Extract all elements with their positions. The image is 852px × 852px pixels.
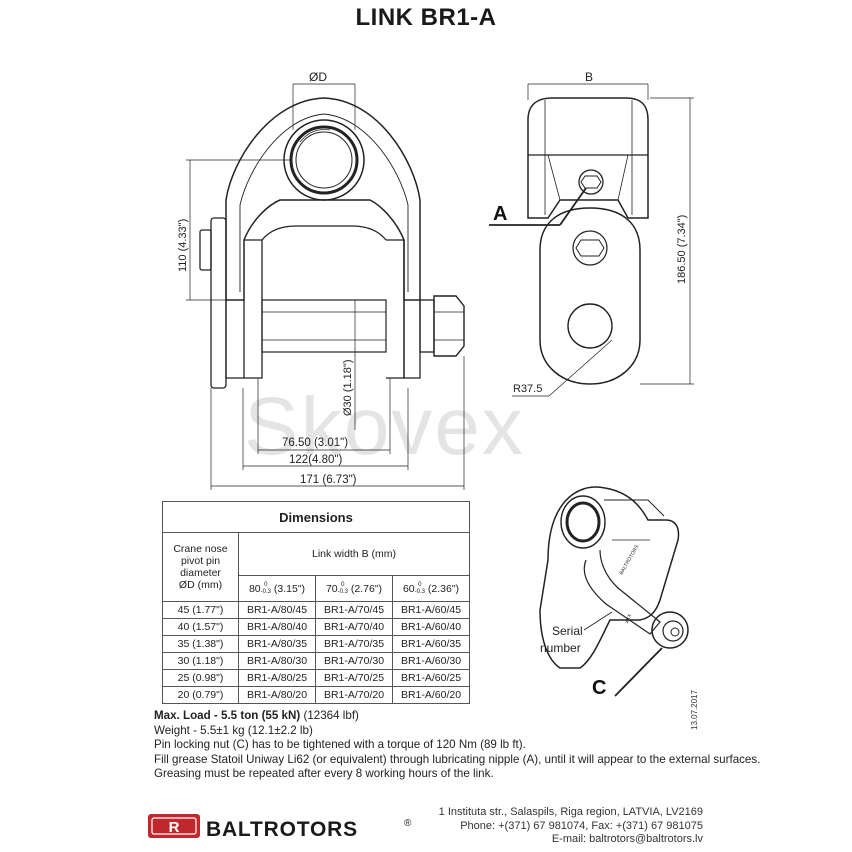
- revision-date: 13.07.2017: [690, 689, 699, 730]
- table-title: Dimensions: [162, 501, 470, 533]
- table-row: 20 (0.79") BR1-A/80/20 BR1-A/70/20 BR1-A…: [162, 686, 470, 704]
- table-row: 35 (1.38") BR1-A/80/35 BR1-A/70/35 BR1-A…: [162, 635, 470, 653]
- table-cell: BR1-A/60/20: [392, 686, 470, 704]
- max-load-line: Max. Load - 5.5 ton (55 kN) (12364 lbf): [154, 709, 760, 724]
- column-group-header: Link width B (mm): [238, 532, 470, 576]
- row-diameter: 45 (1.77"): [162, 601, 239, 619]
- table-cell: BR1-A/70/45: [315, 601, 393, 619]
- torque-line: Pin locking nut (C) has to be tightened …: [154, 738, 526, 752]
- table-cell: BR1-A/80/20: [238, 686, 316, 704]
- callout-c-label: C: [592, 677, 606, 699]
- row-diameter: 35 (1.38"): [162, 635, 239, 653]
- max-load-bold: Max. Load - 5.5 ton (55 kN): [154, 709, 301, 722]
- max-load-rest: (12364 lbf): [300, 709, 359, 722]
- table-cell: BR1-A/60/35: [392, 635, 470, 653]
- row-header-line1: Crane nose: [173, 543, 228, 555]
- company-address: 1 Instituta str., Salaspils, Riga region…: [400, 806, 703, 847]
- email-line: E-mail: baltrotors@baltrotors.lv: [551, 833, 703, 845]
- table-cell: BR1-A/70/35: [315, 635, 393, 653]
- row-header-line3: diameter: [180, 567, 221, 579]
- row-diameter: 30 (1.18"): [162, 652, 239, 670]
- logo-emblem-icon: [148, 814, 200, 838]
- row-header-cell: Crane nose pivot pin diameter ØD (mm): [162, 532, 239, 602]
- dim-height-110: 110 (4.33"): [177, 219, 189, 272]
- dim-overall-width: 171 (6.73"): [300, 474, 357, 486]
- serial-label-line2: number: [540, 641, 581, 655]
- table-cell: BR1-A/60/25: [392, 669, 470, 687]
- page-title: LINK BR1-A: [355, 4, 497, 31]
- table-cell: BR1-A/80/40: [238, 618, 316, 636]
- dim-pin-diameter: Ø30 (1.18"): [342, 360, 354, 417]
- table-cell: BR1-A/80/35: [238, 635, 316, 653]
- callout-a-label: A: [493, 203, 507, 225]
- table-cell: BR1-A/80/30: [238, 652, 316, 670]
- row-header-line2: pivot pin: [180, 555, 221, 567]
- row-diameter: 25 (0.98"): [162, 669, 239, 687]
- table-cell: BR1-A/70/25: [315, 669, 393, 687]
- logo-wordmark: BALTROTORS: [206, 818, 358, 841]
- serial-leader: [583, 611, 613, 631]
- table-row: 25 (0.98") BR1-A/80/25 BR1-A/70/25 BR1-A…: [162, 669, 470, 687]
- callout-a-leader: [489, 187, 587, 226]
- row-diameter: 20 (0.79"): [162, 686, 239, 704]
- table-row: 40 (1.57") BR1-A/80/40 BR1-A/70/40 BR1-A…: [162, 618, 470, 636]
- table-cell: BR1-A/70/40: [315, 618, 393, 636]
- side-dimensions: [512, 83, 694, 397]
- svg-text:BALTROTORS: BALTROTORS: [619, 543, 641, 576]
- table-cell: BR1-A/70/30: [315, 652, 393, 670]
- notes-block: Max. Load - 5.5 ton (55 kN) (12364 lbf) …: [154, 709, 760, 782]
- front-view: [199, 97, 465, 389]
- callout-c-leader: [614, 647, 663, 697]
- table-cell: BR1-A/60/45: [392, 601, 470, 619]
- svg-text:XXX: XXX: [624, 613, 633, 625]
- side-view: [527, 97, 649, 385]
- company-logo: R BALTROTORS ®: [148, 808, 418, 849]
- table-row: 30 (1.18") BR1-A/80/30 BR1-A/70/30 BR1-A…: [162, 652, 470, 670]
- dim-width-b: B: [585, 70, 593, 84]
- grease-line: Fill grease Statoil Uniway Li62 (or equi…: [154, 752, 761, 766]
- registered-mark: ®: [404, 818, 412, 829]
- row-header-line4: ØD (mm): [178, 579, 223, 591]
- dim-height-186: 186.50 (7.34"): [676, 215, 688, 284]
- table-row: 45 (1.77") BR1-A/80/45 BR1-A/70/45 BR1-A…: [162, 601, 470, 619]
- table-cell: BR1-A/80/25: [238, 669, 316, 687]
- table-cell: BR1-A/60/30: [392, 652, 470, 670]
- weight-line: Weight - 5.5±1 kg (12.1±2.2 lb): [154, 723, 313, 737]
- repeat-line: Greasing must be repeated after every 8 …: [154, 767, 494, 781]
- serial-label-line1: Serial: [552, 624, 583, 638]
- phone-line: Phone: +(371) 67 981074, Fax: +(371) 67 …: [460, 819, 703, 832]
- address-line: 1 Instituta str., Salaspils, Riga region…: [438, 806, 703, 818]
- dim-middle-width: 122(4.80"): [289, 454, 342, 466]
- front-dimensions: [186, 83, 465, 490]
- dimensions-table: Dimensions Crane nose pivot pin diameter…: [162, 501, 470, 704]
- dim-inner-width: 76.50 (3.01"): [282, 437, 348, 449]
- watermark: Skovex: [244, 381, 525, 472]
- table-cell: BR1-A/60/40: [392, 618, 470, 636]
- svg-text:R: R: [169, 819, 180, 836]
- row-diameter: 40 (1.57"): [162, 618, 239, 636]
- dim-radius: R37.5: [513, 383, 542, 395]
- table-cell: BR1-A/70/20: [315, 686, 393, 704]
- dim-diameter-d: ØD: [309, 70, 327, 84]
- table-cell: BR1-A/80/45: [238, 601, 316, 619]
